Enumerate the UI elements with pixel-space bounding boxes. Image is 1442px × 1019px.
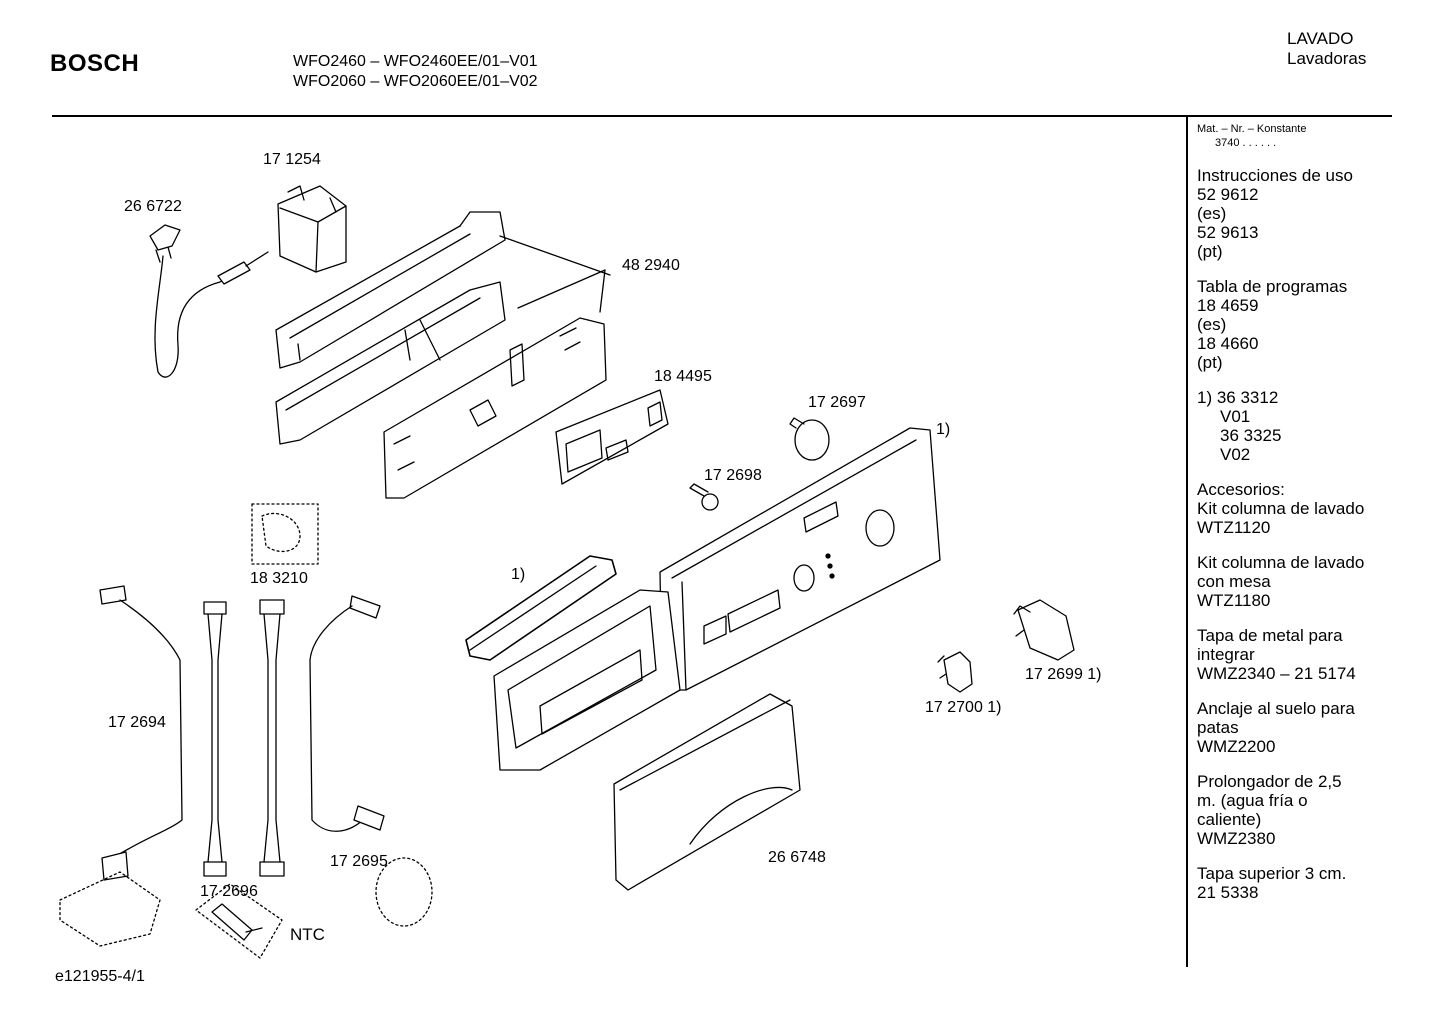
table-lang-1: (es)	[1197, 315, 1227, 334]
note-2-version: V02	[1220, 445, 1251, 464]
mat-header: Mat. – Nr. – Konstante	[1197, 123, 1307, 135]
variant-notes: 1) 36 3312 V01 36 3325 V02	[1197, 388, 1397, 464]
accessory-5-name-c: caliente)	[1197, 810, 1262, 829]
accessory-3-name-a: Tapa de metal para	[1197, 626, 1343, 645]
accessory-2: Kit columna de lavado con mesa WTZ1180	[1197, 553, 1397, 610]
accessory-5-name-a: Prolongador de 2,5	[1197, 772, 1342, 791]
part-label-266748: 26 6748	[768, 849, 826, 866]
category: LAVADO Lavadoras	[1287, 29, 1366, 69]
accessory-1-code: WTZ1120	[1197, 518, 1271, 537]
selector-knobs	[937, 599, 1075, 693]
part-label-172698: 17 2698	[704, 467, 762, 484]
program-display-panel	[555, 389, 669, 485]
part-label-172695: 17 2695	[330, 853, 388, 870]
table-title: Tabla de programas	[1197, 277, 1348, 296]
accessory-4: Anclaje al suelo para patas WMZ2200	[1197, 699, 1397, 756]
front-panel	[659, 427, 941, 691]
table-code-1: 18 4659	[1197, 296, 1259, 315]
header-divider	[52, 115, 1392, 117]
gasket	[465, 555, 617, 661]
accessory-5: Prolongador de 2,5 m. (agua fría o calie…	[1197, 772, 1397, 848]
manual-lang-1: (es)	[1197, 204, 1227, 223]
detergent-drawer	[493, 589, 681, 771]
program-table-section: Tabla de programas 18 4659 (es) 18 4660 …	[1197, 277, 1397, 372]
accessory-3-name-b: integrar	[1197, 645, 1255, 664]
note-1: 1) 36 3312	[1197, 388, 1279, 407]
accessory-4-name-b: patas	[1197, 718, 1239, 737]
drawing-id: e121955-4/1	[55, 968, 145, 985]
mat-value: 3740 . . . . . .	[1215, 137, 1277, 149]
part-label-gasket-note: 1)	[511, 566, 526, 583]
power-cord	[149, 224, 269, 378]
part-label-front-panel-note: 1)	[936, 421, 951, 438]
note-1-version: V01	[1220, 407, 1251, 426]
model-line-2: WFO2060 – WFO2060EE/01–V02	[293, 73, 538, 90]
accessory-2-name-a: Kit columna de lavado	[1197, 553, 1365, 572]
accessory-2-code: WTZ1180	[1197, 591, 1271, 610]
manual-code-2: 52 9613	[1197, 223, 1259, 242]
accessory-6-name: Tapa superior 3 cm.	[1197, 864, 1347, 883]
accessory-4-name-a: Anclaje al suelo para	[1197, 699, 1355, 718]
category-main: LAVADO	[1287, 29, 1354, 48]
table-lang-2: (pt)	[1197, 353, 1223, 372]
part-label-266722: 26 6722	[124, 198, 182, 215]
part-label-172696: 17 2696	[200, 883, 258, 900]
accessory-5-name-b: m. (agua fría o	[1197, 791, 1308, 810]
circuit-board	[383, 317, 607, 499]
manual-lang-2: (pt)	[1197, 242, 1223, 261]
part-label-482940: 48 2940	[622, 257, 680, 274]
interference-filter	[277, 185, 347, 273]
category-sub: Lavadoras	[1287, 49, 1367, 68]
accessory-3-code: WMZ2340 – 21 5174	[1197, 664, 1356, 683]
knob-parts	[689, 417, 830, 511]
part-label-172699: 17 2699 1)	[1025, 666, 1102, 683]
accessory-1: Accesorios: Kit columna de lavado WTZ112…	[1197, 480, 1397, 537]
part-label-184495: 18 4495	[654, 368, 712, 385]
part-label-172700: 17 2700 1)	[925, 699, 1002, 716]
part-label-ntc: NTC	[290, 925, 325, 944]
manual-section: Instrucciones de uso 52 9612 (es) 52 961…	[1197, 166, 1397, 261]
table-code-2: 18 4660	[1197, 334, 1259, 353]
accessory-1-name: Kit columna de lavado	[1197, 499, 1365, 518]
optional-parts	[59, 503, 433, 959]
accessory-2-name-b: con mesa	[1197, 572, 1271, 591]
model-list: WFO2460 – WFO2460EE/01–V01 WFO2060 – WFO…	[293, 52, 538, 92]
control-module	[275, 211, 611, 445]
accessory-6: Tapa superior 3 cm. 21 5338	[1197, 864, 1397, 902]
accessories-title: Accesorios:	[1197, 480, 1285, 499]
drawer-handle	[613, 693, 801, 891]
accessory-3: Tapa de metal para integrar WMZ2340 – 21…	[1197, 626, 1397, 683]
accessory-6-code: 21 5338	[1197, 883, 1259, 902]
model-line-1: WFO2460 – WFO2460EE/01–V01	[293, 53, 538, 70]
manual-title: Instrucciones de uso	[1197, 166, 1353, 185]
manual-code-1: 52 9612	[1197, 185, 1259, 204]
sidebar-divider	[1186, 117, 1188, 967]
sidebar-info: Mat. – Nr. – Konstante 3740 . . . . . . …	[1197, 122, 1397, 902]
accessory-4-code: WMZ2200	[1197, 737, 1276, 756]
part-label-183210: 18 3210	[250, 570, 308, 587]
brand-logo: BOSCH	[50, 50, 140, 77]
part-label-171254: 17 1254	[263, 151, 321, 168]
part-label-172697: 17 2697	[808, 394, 866, 411]
accessory-5-code: WMZ2380	[1197, 829, 1276, 848]
ntc-sensor	[211, 903, 263, 941]
note-2: 36 3325	[1220, 426, 1282, 445]
wiring-harnesses	[99, 585, 385, 881]
part-label-172694: 17 2694	[108, 714, 166, 731]
